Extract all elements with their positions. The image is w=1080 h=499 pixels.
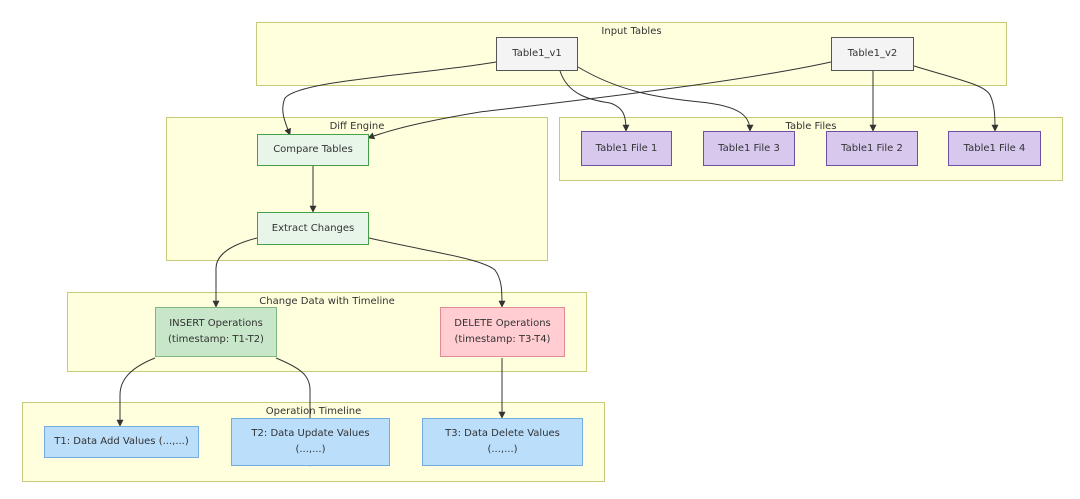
cluster-label-input-tables: Input Tables xyxy=(601,26,662,37)
node-t3[interactable]: T3: Data Delete Values (...,...) xyxy=(422,418,583,466)
node-delete-operations[interactable]: DELETE Operations (timestamp: T3-T4) xyxy=(440,307,565,357)
node-label-file4: Table1 File 4 xyxy=(963,142,1026,154)
node-t1[interactable]: T1: Data Add Values (...,...) xyxy=(44,426,199,458)
edge-extract-insert xyxy=(212,237,258,308)
edge-v1-file3 xyxy=(577,66,754,132)
node-file4[interactable]: Table1 File 4 xyxy=(948,131,1041,166)
edge-v2-compare xyxy=(367,61,832,140)
edge-v2-file4 xyxy=(913,65,999,132)
edge-extract-delete xyxy=(368,237,506,308)
node-label-compare-tables: Compare Tables xyxy=(273,144,353,155)
node-t2[interactable]: T2: Data Update Values (...,...) xyxy=(231,418,390,466)
node-label-t3-line2: (...,...) xyxy=(487,444,518,455)
node-label-t3-line1: T3: Data Delete Values xyxy=(445,428,560,439)
node-compare-tables[interactable]: Compare Tables xyxy=(257,134,369,166)
node-extract-changes[interactable]: Extract Changes xyxy=(257,212,369,245)
node-label-file2: Table1 File 2 xyxy=(841,142,903,154)
cluster-label-table-files: Table Files xyxy=(785,121,837,132)
edge-insert-t2 xyxy=(275,357,314,467)
node-table1-v2[interactable]: Table1_v2 xyxy=(831,37,914,71)
node-label-file1: Table1 File 1 xyxy=(595,142,658,154)
node-table1-v1[interactable]: Table1_v1 xyxy=(496,37,578,71)
node-file1[interactable]: Table1 File 1 xyxy=(581,131,672,166)
node-file3[interactable]: Table1 File 3 xyxy=(703,131,795,166)
node-label-t2-line2: (...,...) xyxy=(295,444,326,455)
edge-v1-compare xyxy=(282,61,497,136)
edge-v1-file1 xyxy=(559,70,630,132)
cluster-label-diff-engine: Diff Engine xyxy=(329,121,385,132)
node-label-file3: Table1 File 3 xyxy=(718,142,780,154)
node-label-delete-line1: DELETE Operations xyxy=(454,318,551,329)
node-insert-operations[interactable]: INSERT Operations (timestamp: T1-T2) xyxy=(155,307,277,357)
node-label-insert-line1: INSERT Operations xyxy=(169,318,263,329)
node-label-insert-line2: (timestamp: T1-T2) xyxy=(168,334,264,345)
node-label-extract-changes: Extract Changes xyxy=(271,222,355,234)
node-label-table1-v1: Table1_v1 xyxy=(512,48,562,59)
cluster-label-change-data: Change Data with Timeline xyxy=(259,296,395,307)
node-label-t1: T1: Data Add Values (...,...) xyxy=(54,436,189,447)
node-label-t2-line1: T2: Data Update Values xyxy=(251,428,370,439)
node-label-table1-v2: Table1_v2 xyxy=(847,48,898,59)
edge-insert-t1 xyxy=(116,357,156,427)
node-label-delete-line2: (timestamp: T3-T4) xyxy=(454,334,551,345)
cluster-label-operation-timeline: Operation Timeline xyxy=(265,406,362,417)
node-file2[interactable]: Table1 File 2 xyxy=(826,131,918,166)
